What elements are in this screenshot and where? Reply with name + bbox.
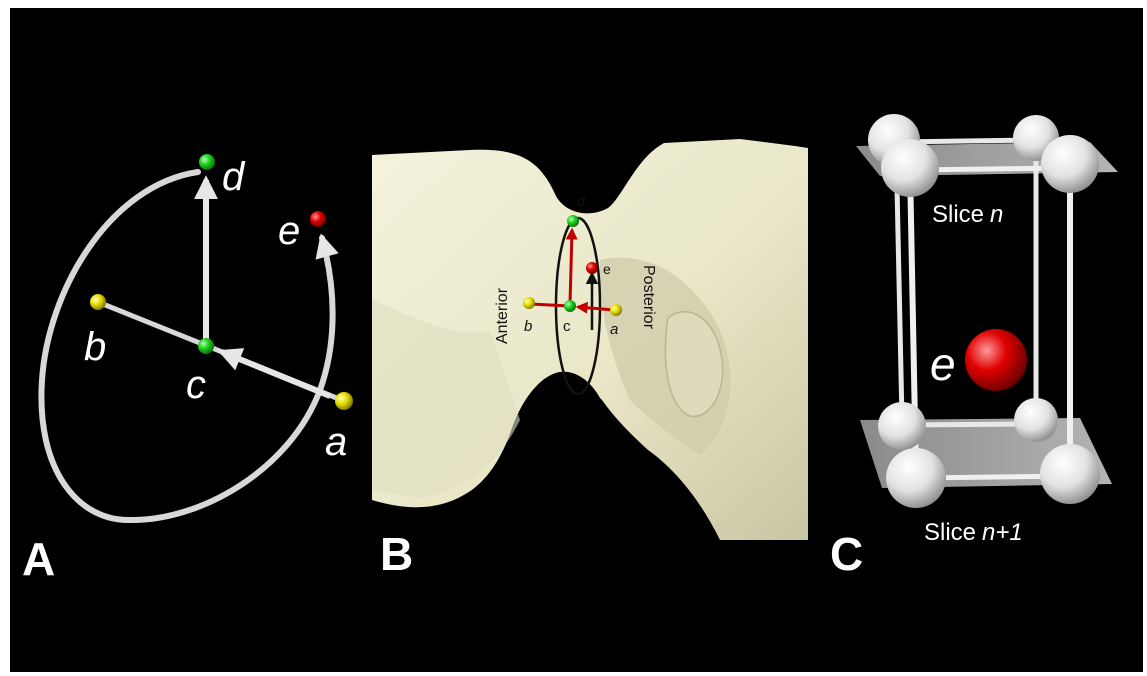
panel-b-letter: B [380, 528, 413, 580]
panel-a-point-a [335, 392, 353, 410]
panel-b-label-a: a [610, 321, 618, 338]
panel-a-label-a: a [325, 420, 347, 464]
panel-c-letter: C [830, 528, 863, 580]
panel-b-label-e: e [603, 261, 611, 277]
panel-b-diagram: d e b c a Anterior Posterior B [372, 139, 808, 580]
panel-c-slice-n-word: Slice [932, 201, 984, 228]
panel-c-sphere-bottom-back-left [878, 402, 926, 450]
panel-a-point-e [310, 211, 326, 227]
panel-a-point-c [198, 338, 214, 354]
panel-b-point-a [610, 304, 622, 316]
panel-c-sphere-bottom-front-left [886, 448, 946, 508]
panel-a-label-e: e [278, 209, 300, 253]
panel-c-sphere-bottom-back-right [1014, 398, 1058, 442]
panel-a-diagram: d e b c a A [22, 154, 353, 585]
panel-c-slice-n1-word: Slice [924, 519, 976, 546]
panel-b-label-c: c [563, 318, 571, 335]
panel-c-sphere-top-front-left [881, 139, 939, 197]
panel-b-label-b: b [524, 318, 532, 335]
panel-c-label-e: e [930, 338, 956, 390]
panel-b-arrow-cd [570, 230, 572, 304]
panel-b-label-anterior: Anterior [494, 287, 511, 344]
panel-a-letter: A [22, 533, 55, 585]
panel-c-slice-n-index: n [990, 201, 1003, 228]
panel-b-axis-bc [530, 304, 570, 306]
panel-b-point-c [564, 300, 576, 312]
panel-b-point-d [567, 215, 579, 227]
panel-b-point-b [523, 297, 535, 309]
panel-a-point-b [90, 294, 106, 310]
panel-a-arrow-ac [222, 352, 330, 396]
panel-c-sphere-bottom-front-right [1040, 444, 1100, 504]
panel-b-label-posterior: Posterior [640, 265, 657, 330]
panel-c-point-e [965, 329, 1027, 391]
panel-b-point-e [586, 262, 598, 274]
panel-c-slice-n1-index: n+1 [982, 519, 1023, 546]
panel-a-label-b: b [84, 325, 106, 369]
panel-a-label-c: c [186, 363, 206, 407]
panel-b-label-d: d [577, 193, 586, 209]
panel-a-point-d [199, 154, 215, 170]
panel-a-label-d: d [222, 155, 246, 199]
panel-c-sphere-top-front-right [1041, 135, 1099, 193]
